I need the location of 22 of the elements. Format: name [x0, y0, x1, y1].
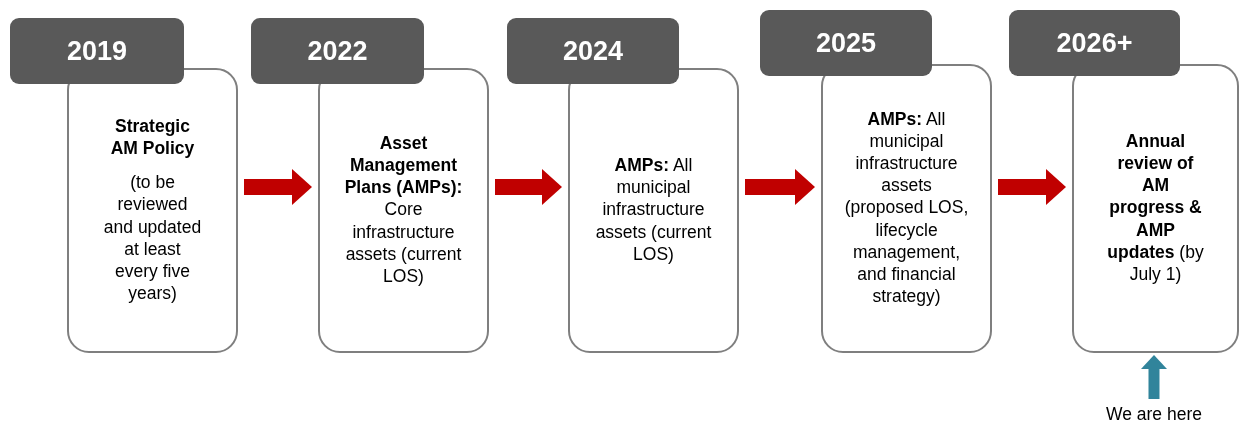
- milestone-card: [67, 68, 238, 353]
- arrow: [244, 169, 312, 205]
- year-tab: 2026+: [1009, 10, 1180, 76]
- card-text: (to be reviewed and updated at least every five years): [102, 171, 203, 305]
- card-text: Annual review of AM progress & AMP updates (by July 1): [1106, 129, 1205, 286]
- milestone-card: [318, 68, 489, 353]
- year-tab: 2025: [760, 10, 932, 76]
- card-text: Strategic AM Policy: [109, 114, 196, 160]
- arrow: [495, 169, 562, 205]
- status-note: We are here: [1106, 404, 1202, 423]
- card-text: Asset Management Plans (AMPs): Core infrastructure assets (current LOS): [343, 131, 464, 288]
- arrow: [1141, 355, 1167, 399]
- year-tab: 2019: [10, 18, 184, 84]
- year-tab: 2024: [507, 18, 679, 84]
- milestone-card: [568, 68, 739, 353]
- card-text: AMPs: All municipal infrastructure assets (proposed LOS, lifecycle management, and financial strategy): [844, 107, 969, 308]
- arrow: [745, 169, 815, 205]
- milestone-card: [821, 64, 992, 353]
- year-tab: 2022: [251, 18, 424, 84]
- milestone-card: [1072, 64, 1239, 353]
- arrow: [998, 169, 1066, 205]
- card-text: AMPs: All municipal infrastructure assets (current LOS): [594, 153, 713, 266]
